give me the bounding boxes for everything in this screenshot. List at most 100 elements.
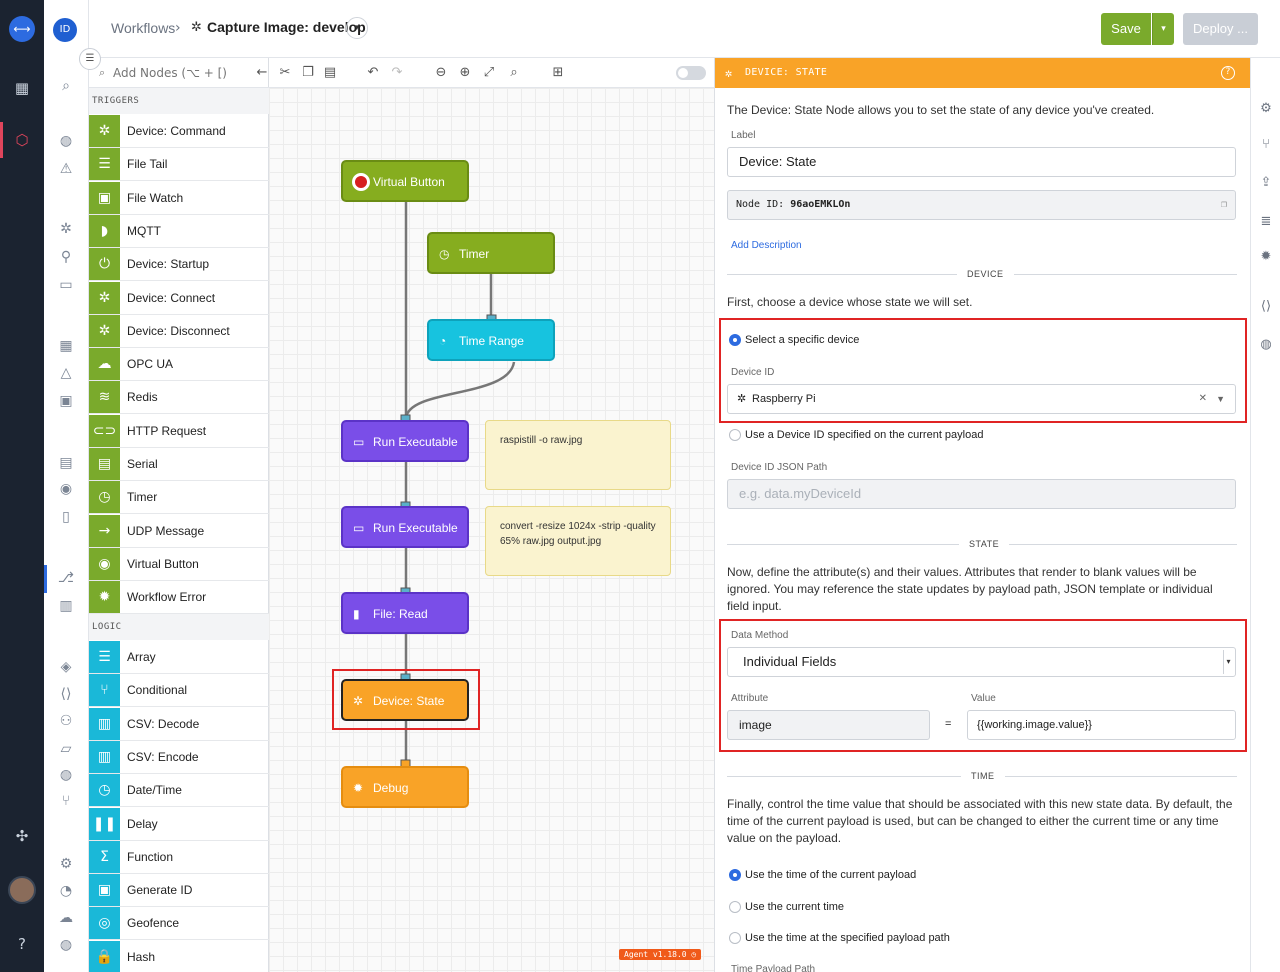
json-path-input[interactable]: e.g. data.myDeviceId — [727, 479, 1236, 509]
node-debug[interactable]: ✹ Debug — [341, 766, 469, 808]
palette-item[interactable]: ⑂Conditional — [89, 674, 269, 708]
satellite-icon[interactable]: ⚲ — [60, 249, 72, 265]
palette-item[interactable]: 🔒Hash — [89, 940, 269, 972]
deploy-button[interactable]: Deploy ... — [1183, 13, 1258, 45]
live-stream-toggle[interactable] — [676, 66, 706, 80]
globe-alt-icon[interactable]: ◍ — [59, 937, 73, 953]
grid-icon[interactable]: ▣ — [59, 393, 73, 409]
node-device-state[interactable]: ✲ Device: State — [341, 679, 469, 721]
globe-icon[interactable]: ◍ — [59, 133, 73, 149]
chart-icon[interactable]: ▥ — [59, 598, 73, 614]
dashboard-icon[interactable]: ▦ — [14, 79, 30, 97]
files-icon[interactable]: ▱ — [60, 741, 72, 757]
fit-screen-icon[interactable]: ⤢ — [483, 65, 495, 80]
palette-item[interactable]: ◎Geofence — [89, 907, 269, 941]
data-method-select[interactable]: Individual Fields ▾ — [727, 647, 1236, 677]
menu-icon[interactable]: ☰ — [79, 48, 101, 70]
zoom-out-icon[interactable]: ⊖ — [435, 65, 447, 80]
radio-specific-device[interactable] — [729, 334, 741, 346]
palette-item[interactable]: ▥CSV: Decode — [89, 707, 269, 741]
node-file-read[interactable]: ▮ File: Read — [341, 592, 469, 634]
workflow-icon[interactable]: ⎇ — [57, 570, 75, 586]
palette-item[interactable]: ⏻Device: Startup — [89, 248, 269, 282]
node-time-range[interactable]: ◔ Time Range — [427, 319, 555, 361]
copy-icon[interactable]: ❐ — [302, 65, 314, 80]
bug-icon[interactable]: ✹ — [1260, 249, 1272, 264]
palette-item[interactable]: ▥CSV: Encode — [89, 740, 269, 774]
brand-logo-icon[interactable]: ⟷ — [9, 16, 35, 42]
breadcrumb-workflows[interactable]: Workflows — [111, 20, 176, 36]
redo-icon[interactable]: ↷ — [391, 65, 403, 80]
save-button[interactable]: Save — [1101, 13, 1151, 45]
code-icon[interactable]: ⟨⟩ — [60, 686, 72, 702]
palette-item[interactable]: ≋Redis — [89, 381, 269, 415]
note-convert-command[interactable]: convert -resize 1024x -strip -quality 65… — [485, 506, 671, 576]
settings-icon[interactable]: ⚙ — [59, 856, 73, 872]
add-description-link[interactable]: Add Description — [731, 240, 802, 251]
globe-icon[interactable]: ◍ — [1260, 337, 1272, 352]
node-timer[interactable]: ◷ Timer — [427, 232, 555, 274]
users-icon[interactable]: ⚇ — [59, 713, 73, 729]
attribute-input[interactable]: image — [727, 710, 930, 740]
drop-icon[interactable]: ◈ — [60, 659, 72, 675]
palette-item[interactable]: ☁OPC UA — [89, 348, 269, 382]
palette-item[interactable]: ☰Array — [89, 641, 269, 674]
add-nodes-input[interactable] — [113, 63, 233, 83]
save-options-caret[interactable]: ▾ — [1152, 13, 1174, 45]
palette-item[interactable]: →UDP Message — [89, 514, 269, 548]
palette-item[interactable]: ☰File Tail — [89, 148, 269, 182]
palette-item[interactable]: ✲Device: Command — [89, 115, 269, 148]
label-input[interactable]: Device: State — [727, 147, 1236, 177]
palette-item[interactable]: ◷Date/Time — [89, 774, 269, 808]
note-capture-command[interactable]: raspistill -o raw.jpg — [485, 420, 671, 490]
palette-item[interactable]: ◗MQTT — [89, 214, 269, 248]
chevron-down-icon[interactable]: ▼ — [1216, 394, 1225, 404]
device-id-select[interactable]: ✲ Raspberry Pi ✕ ▼ — [727, 384, 1236, 414]
chevron-down-icon[interactable]: ▾ — [1223, 650, 1233, 674]
web-icon[interactable]: ◍ — [59, 767, 73, 783]
palette-item[interactable]: ✲Device: Connect — [89, 281, 269, 315]
workflow-canvas[interactable]: Virtual Button ◷ Timer ◔ Time Range ▭ Ru… — [269, 88, 714, 972]
palette-item[interactable]: ✹Workflow Error — [89, 581, 269, 615]
paste-icon[interactable]: ▤ — [323, 65, 337, 80]
graph-icon[interactable]: △ — [60, 365, 72, 381]
cloud-icon[interactable]: ☁ — [59, 910, 73, 926]
network-icon[interactable]: ✣ — [15, 827, 29, 845]
palette-item[interactable]: ▤Serial — [89, 448, 269, 481]
compass-icon[interactable]: ◉ — [59, 481, 73, 497]
palette-item[interactable]: ▣Generate ID — [89, 874, 269, 908]
zoom-reset-icon[interactable]: ⌕ — [510, 65, 518, 80]
back-arrow-icon[interactable]: ← — [256, 65, 268, 80]
value-input[interactable]: {{working.image.value}} — [967, 710, 1236, 740]
palette-item[interactable]: ⊂⊃HTTP Request — [89, 414, 269, 448]
radio-time-path[interactable] — [729, 932, 741, 944]
add-note-icon[interactable]: ⊞ — [552, 65, 564, 80]
table-icon[interactable]: ▦ — [59, 338, 73, 354]
clear-icon[interactable]: ✕ — [1198, 393, 1207, 404]
book-icon[interactable]: ▯ — [62, 509, 70, 525]
branch-icon[interactable]: ⑂ — [61, 793, 71, 809]
node-virtual-button[interactable]: Virtual Button — [341, 160, 469, 202]
warning-icon[interactable]: ⚠ — [59, 161, 73, 177]
radio-time-current[interactable] — [729, 901, 741, 913]
code-icon[interactable]: ⟨⟩ — [1260, 299, 1272, 314]
branch-icon[interactable]: ⑂ — [1262, 137, 1270, 152]
help-icon[interactable]: ? — [18, 935, 26, 953]
palette-item[interactable]: ◉Virtual Button — [89, 547, 269, 581]
radio-time-payload[interactable] — [729, 869, 741, 881]
node-run-executable-2[interactable]: ▭ Run Executable — [341, 506, 469, 548]
radio-payload-device[interactable] — [729, 429, 741, 441]
cube-icon[interactable]: ⬡ — [15, 131, 29, 149]
search-icon[interactable]: ⌕ — [62, 78, 70, 94]
zoom-in-icon[interactable]: ⊕ — [459, 65, 471, 80]
copy-icon[interactable]: ❐ — [1220, 199, 1227, 210]
gear-icon[interactable]: ⚙ — [1260, 101, 1272, 116]
list-icon[interactable]: ▤ — [59, 455, 73, 471]
avatar[interactable] — [8, 876, 36, 904]
palette-item[interactable]: ✲Device: Disconnect — [89, 314, 269, 348]
palette-item[interactable]: ❚❚Delay — [89, 807, 269, 841]
node-run-executable-1[interactable]: ▭ Run Executable — [341, 420, 469, 462]
palette-item[interactable]: ▣File Watch — [89, 181, 269, 215]
workflow-version-dropdown[interactable]: ▾ — [346, 17, 368, 39]
